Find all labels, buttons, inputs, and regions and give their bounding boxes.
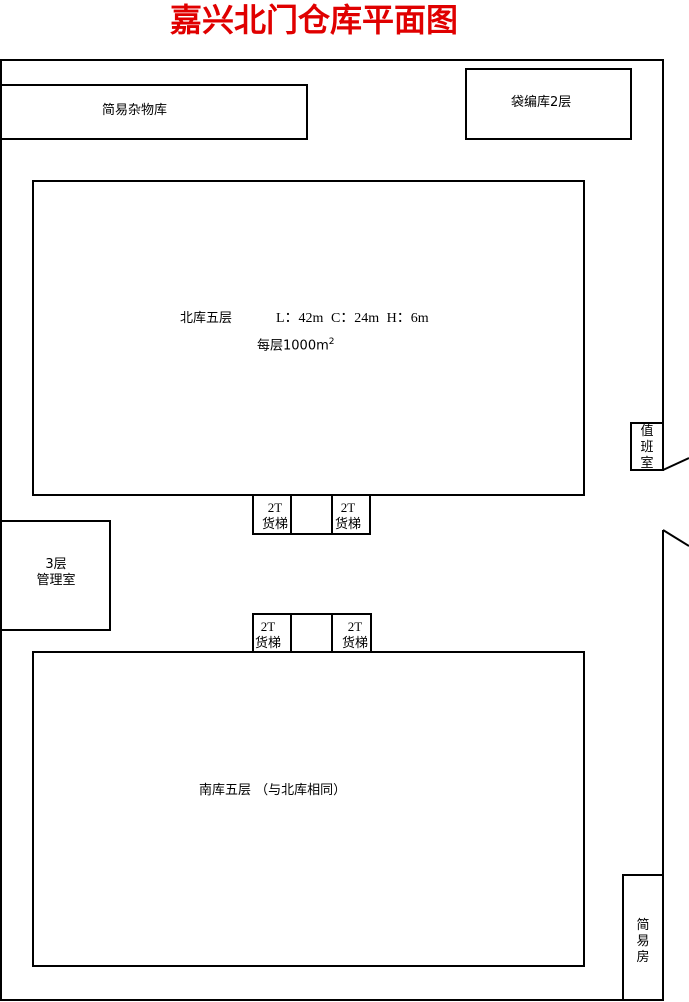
capacity: 2T: [260, 619, 276, 634]
elevator-text: 货梯: [334, 516, 361, 531]
char: 易: [636, 934, 650, 949]
char: 值: [640, 424, 654, 439]
elevator-text: 货梯: [261, 516, 288, 531]
char: 房: [636, 950, 650, 965]
bag-storage-label: 袋编库2层: [511, 95, 572, 110]
duty-room-label: 值班室: [633, 424, 661, 472]
char: 室: [640, 456, 654, 471]
capacity: 2T: [267, 500, 283, 515]
mgmt-box: [0, 520, 111, 631]
elevator-n2: [331, 494, 371, 535]
mgmt-floors: 3层: [45, 557, 67, 572]
simple-house-label: 简易房: [629, 918, 657, 966]
mgmt-name: 管理室: [36, 573, 76, 588]
plan-title: 嘉兴北门仓库平面图: [169, 1, 458, 39]
north-area-sup: 2: [328, 337, 335, 347]
south-name: 南库五层 （与北库相同）: [199, 783, 347, 798]
elevator-text: 货梯: [341, 635, 368, 650]
gate-south: [662, 529, 689, 547]
north-warehouse-box: [32, 180, 585, 496]
capacity: 2T: [340, 500, 356, 515]
char: 简: [636, 918, 650, 933]
north-area-text: 每层1000m: [257, 338, 329, 354]
gate-north: [662, 457, 689, 471]
bag-storage-box: [465, 68, 632, 140]
storage-misc-label: 简易杂物库: [102, 103, 168, 118]
north-area: 每层1000m2: [257, 335, 334, 353]
north-dims: L：42m C：24m H：6m: [276, 311, 429, 326]
elevator-text: 货梯: [254, 635, 281, 650]
simple-house-box: [622, 874, 664, 1001]
south-warehouse-box: [32, 651, 585, 967]
char: 班: [640, 440, 654, 455]
duty-room-box: [630, 422, 664, 471]
capacity: 2T: [347, 619, 363, 634]
north-name: 北库五层: [180, 311, 233, 326]
mgmt-label: 3层管理室: [28, 557, 84, 589]
elevator-n1: [252, 494, 292, 535]
storage-misc-box: [0, 84, 308, 140]
